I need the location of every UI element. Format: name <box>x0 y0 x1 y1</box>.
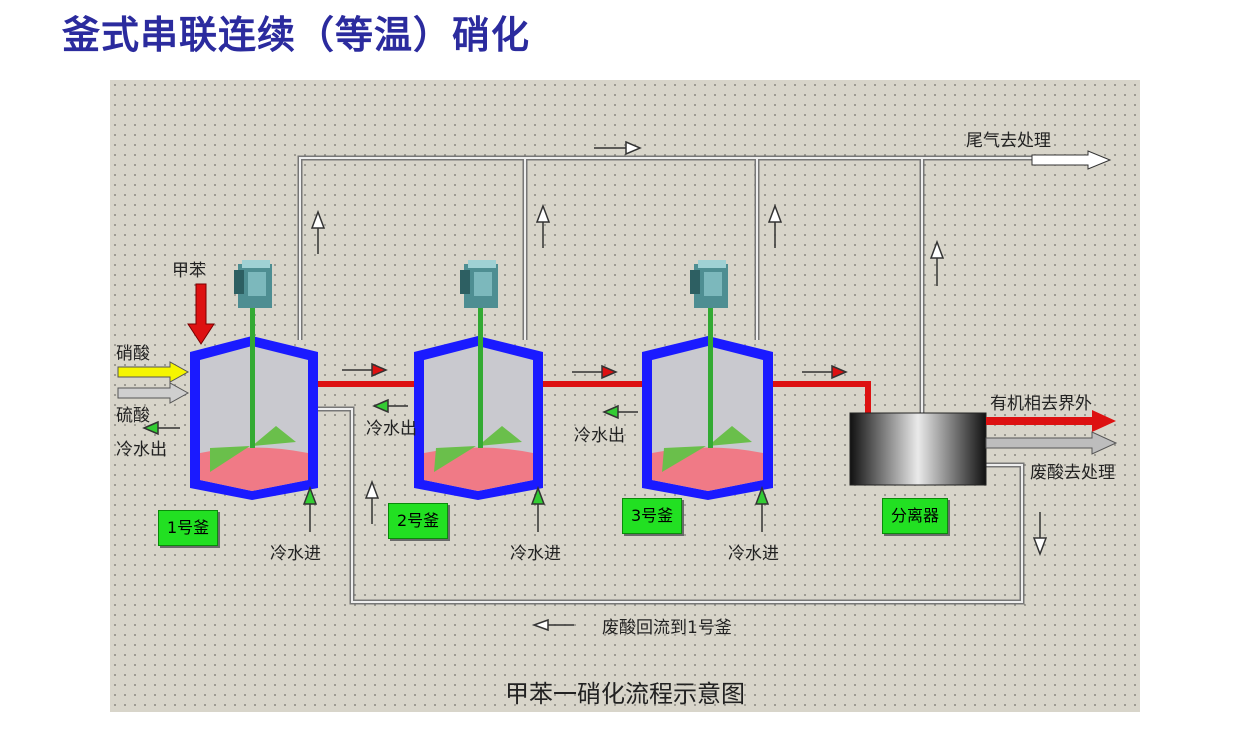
flow-diagram-graphics <box>117 140 1118 632</box>
sulfuric-acid-feed-arrow <box>117 382 190 404</box>
toluene-feed-label: 甲苯 <box>172 261 206 281</box>
flow-direction-markers <box>310 140 1048 632</box>
reactor-3-tag: 3号釜 <box>622 498 683 534</box>
reactor-1-tag: 1号釜 <box>158 510 219 546</box>
waste-acid-return-label: 废酸回流到1号釜 <box>602 618 732 638</box>
process-flow-diagram: 甲苯 硝酸 硫酸 冷水出 冷水出 冷水出 冷水进 冷水进 冷水进 尾气去处理 有… <box>110 80 1140 712</box>
reactor-1 <box>190 260 318 500</box>
reactor-2-tag: 2号釜 <box>388 503 449 539</box>
cooling-water-markers <box>142 398 770 532</box>
diagram-caption: 甲苯一硝化流程示意图 <box>505 680 745 708</box>
nitric-acid-feed-arrow <box>117 361 190 383</box>
tail-gas-outlet-label: 尾气去处理 <box>966 131 1051 151</box>
product-transfer-pipes <box>318 381 871 413</box>
slide-title: 釜式串联连续（等温）硝化 <box>62 13 531 57</box>
organic-phase-outlet-arrow <box>986 410 1116 432</box>
separator-vessel <box>849 412 987 486</box>
organic-phase-outlet-label: 有机相去界外 <box>990 394 1092 414</box>
sulfuric-acid-feed-label: 硫酸 <box>116 406 150 426</box>
product-flow-markers <box>342 362 848 380</box>
toluene-feed-arrow <box>187 283 215 345</box>
waste-acid-outlet-arrow <box>985 431 1118 455</box>
reactor-2-cooling-out-label: 冷水出 <box>366 419 417 439</box>
separator-tag: 分离器 <box>882 498 949 534</box>
reactor-1-cooling-in-label: 冷水进 <box>270 544 321 564</box>
reactor-3-cooling-in-label: 冷水进 <box>728 544 779 564</box>
reactor-3 <box>642 260 773 500</box>
nitric-acid-feed-label: 硝酸 <box>116 344 150 364</box>
vent-header-pipes-inner <box>299 157 1100 413</box>
reactor-1-cooling-out-label: 冷水出 <box>116 440 167 460</box>
waste-acid-outlet-label: 废酸去处理 <box>1030 463 1115 483</box>
reactor-2 <box>414 260 543 500</box>
tail-gas-outlet-arrow <box>1031 150 1112 170</box>
waste-acid-return-pipe <box>318 406 1025 605</box>
reactor-3-cooling-out-label: 冷水出 <box>574 426 625 446</box>
reactor-2-cooling-in-label: 冷水进 <box>510 544 561 564</box>
